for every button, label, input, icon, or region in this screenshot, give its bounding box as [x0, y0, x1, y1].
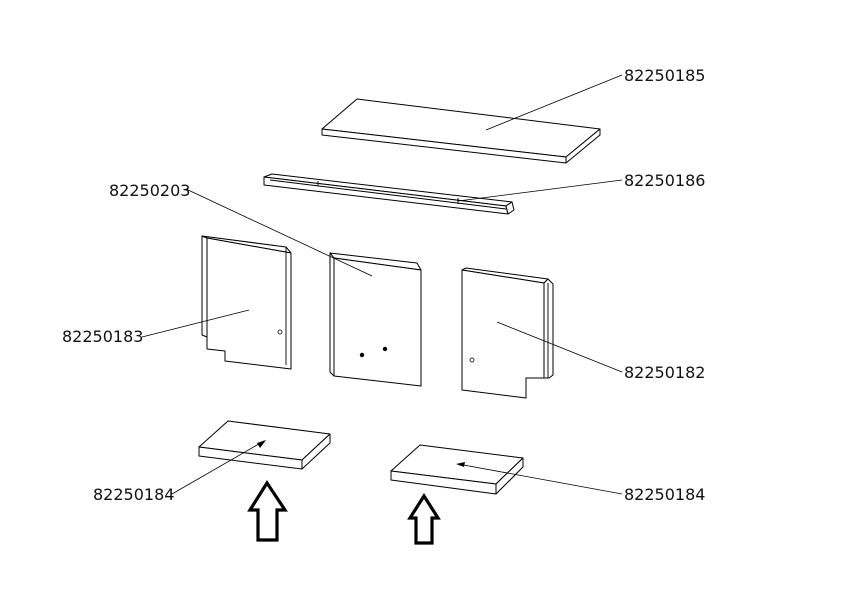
right-panel-part	[461, 267, 554, 399]
label-base-right: 82250184	[624, 485, 705, 504]
leader-right-panel	[496, 321, 623, 373]
label-back-panel: 82250203	[109, 181, 190, 200]
up-arrow-icon	[407, 493, 441, 545]
label-top-plate: 82250185	[624, 66, 705, 85]
label-left-panel: 82250183	[62, 327, 143, 346]
base-right-part	[390, 444, 524, 495]
leader-base-left-arrowhead	[257, 440, 266, 448]
label-base-left: 82250184	[93, 485, 174, 504]
leader-left-panel	[141, 309, 250, 338]
rail-part	[263, 173, 515, 215]
leader-base-left	[171, 440, 265, 495]
leader-base-right-arrowhead	[456, 462, 465, 467]
leader-base-right	[457, 463, 623, 495]
leader-lines	[141, 74, 623, 495]
base-left-part	[198, 420, 331, 470]
left-panel-part	[201, 235, 292, 370]
top-plate-part	[321, 98, 601, 164]
leader-top-plate	[485, 74, 623, 131]
leader-back-panel	[185, 188, 373, 277]
label-rail: 82250186	[624, 171, 705, 190]
up-arrow-icon	[247, 480, 288, 542]
leader-rail	[457, 179, 623, 202]
label-right-panel: 82250182	[624, 363, 705, 382]
back-panel-part	[329, 252, 422, 387]
